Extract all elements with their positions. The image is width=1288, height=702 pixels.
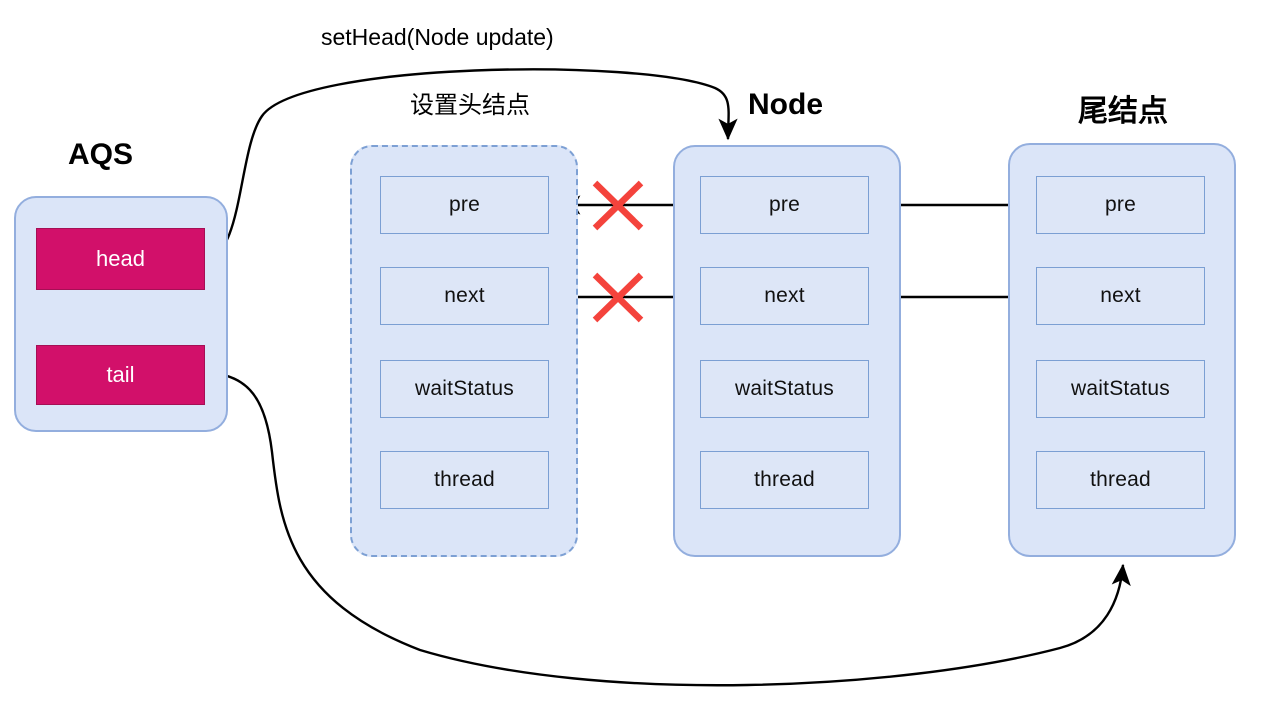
old-head-field-waitstatus[interactable]: waitStatus	[380, 360, 549, 418]
connector-tail	[204, 371, 1131, 687]
old-head-field-next[interactable]: next	[380, 267, 549, 325]
aqs-pointer-head[interactable]: head	[36, 228, 205, 290]
aqs-title: AQS	[68, 138, 134, 171]
old-head-field-thread[interactable]: thread	[380, 451, 549, 509]
old-head-field-pre[interactable]: pre	[380, 176, 549, 234]
aqs-pointer-tail[interactable]: tail	[36, 345, 205, 405]
node-field-waitstatus[interactable]: waitStatus	[700, 360, 869, 418]
cross-icon-pre-link	[592, 180, 644, 231]
tail-node-field-waitstatus[interactable]: waitStatus	[1036, 360, 1205, 418]
tail-node-title: 尾结点	[1078, 95, 1168, 128]
node-field-pre[interactable]: pre	[700, 176, 869, 234]
node-title: Node	[748, 88, 823, 121]
old-head-node-title: 设置头结点	[410, 92, 530, 119]
tail-node-field-pre[interactable]: pre	[1036, 176, 1205, 234]
set-head-method-label: setHead(Node update)	[321, 24, 554, 50]
cross-icon-next-link	[592, 272, 644, 323]
tail-node-field-thread[interactable]: thread	[1036, 451, 1205, 509]
node-field-next[interactable]: next	[700, 267, 869, 325]
tail-node-field-next[interactable]: next	[1036, 267, 1205, 325]
node-field-thread[interactable]: thread	[700, 451, 869, 509]
